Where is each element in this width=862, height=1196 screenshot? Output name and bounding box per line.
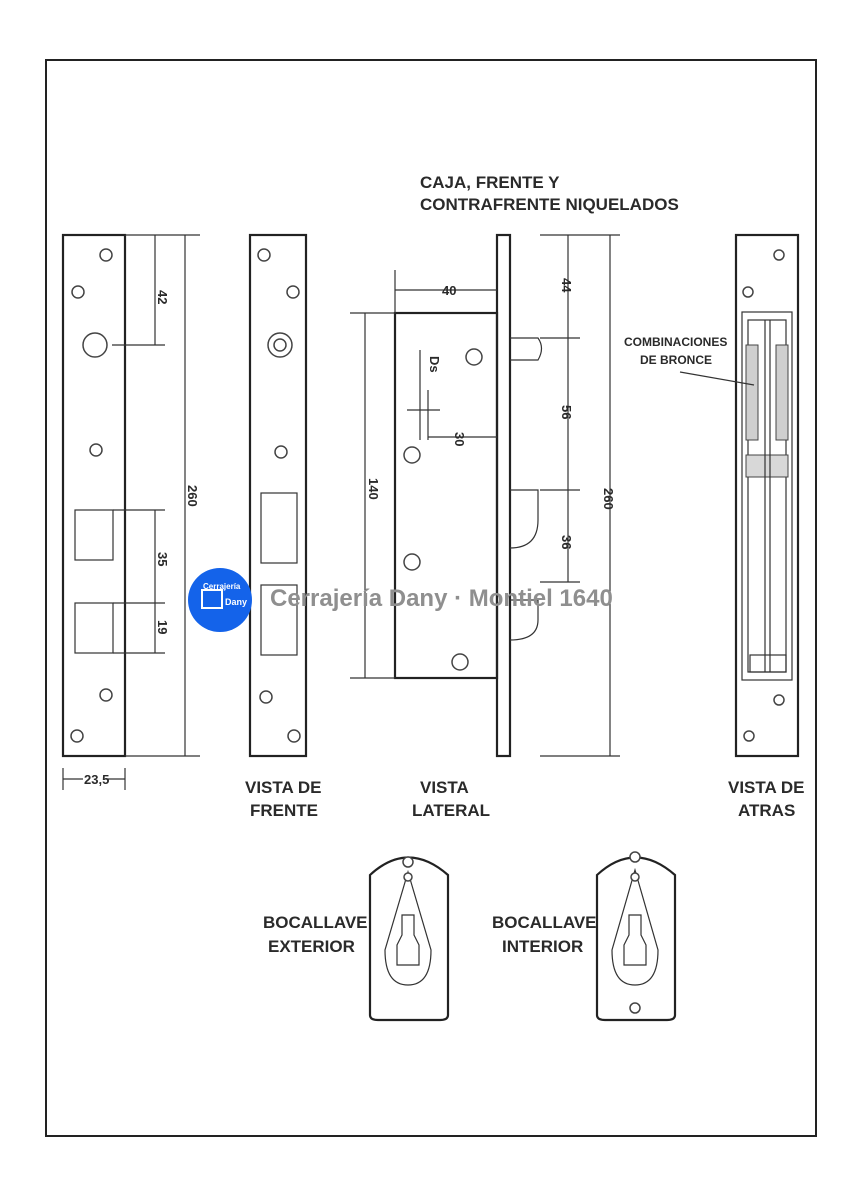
dim-right-mid: 56 <box>559 405 574 419</box>
front-view-plate <box>248 233 308 758</box>
side-view-dimensions-right <box>540 234 620 757</box>
dim-right-low: 36 <box>559 535 574 549</box>
header-line-2: CONTRAFRENTE NIQUELADOS <box>420 195 679 214</box>
label-combinations-2: DE BRONCE <box>640 353 712 367</box>
back-view-plate <box>679 233 800 758</box>
drawing-frame <box>45 59 817 1137</box>
dim-side-ds: Ds <box>427 356 442 373</box>
label-back-view-1: VISTA DE <box>728 778 805 797</box>
watermark: Cerrajería Dany Cerrajería Dany · Montie… <box>188 568 613 632</box>
label-side-view-2: LATERAL <box>412 801 490 820</box>
side-view-lock-body <box>350 233 543 758</box>
dim-front-width: 23,5 <box>84 772 109 787</box>
dim-side-depth: 40 <box>442 283 456 298</box>
dim-front-top: 42 <box>155 290 170 304</box>
dim-front-mid: 35 <box>155 552 170 566</box>
label-front-view-1: VISTA DE <box>245 778 322 797</box>
watermark-badge-bottom: Dany <box>225 597 247 607</box>
label-back-view-2: ATRAS <box>738 801 795 820</box>
watermark-badge <box>188 568 252 632</box>
dim-side-height: 140 <box>366 478 381 500</box>
escutcheon-interior-drawing <box>595 851 677 1022</box>
label-combinations-1: COMBINACIONES <box>624 335 727 349</box>
watermark-text: Cerrajería Dany · Montiel 1640 <box>270 585 613 612</box>
watermark-badge-top: Cerrajería <box>203 582 241 591</box>
watermark-logo-icon <box>201 589 223 609</box>
dim-front-total: 260 <box>185 485 200 507</box>
dim-front-low: 19 <box>155 620 170 634</box>
header-line-1: CAJA, FRENTE Y <box>420 173 560 192</box>
label-escutcheon-ext-1: BOCALLAVE <box>263 913 368 932</box>
dim-right-top: 44 <box>559 278 574 293</box>
label-escutcheon-int-1: BOCALLAVE <box>492 913 597 932</box>
escutcheon-exterior-drawing <box>368 856 450 1022</box>
dim-right-total: 260 <box>601 488 616 510</box>
label-front-view-2: FRENTE <box>250 801 318 820</box>
dim-side-30: 30 <box>452 432 467 446</box>
front-plate-dimensioned <box>61 233 200 790</box>
label-escutcheon-int-2: INTERIOR <box>502 937 583 956</box>
label-escutcheon-ext-2: EXTERIOR <box>268 937 355 956</box>
label-side-view-1: VISTA <box>420 778 469 797</box>
